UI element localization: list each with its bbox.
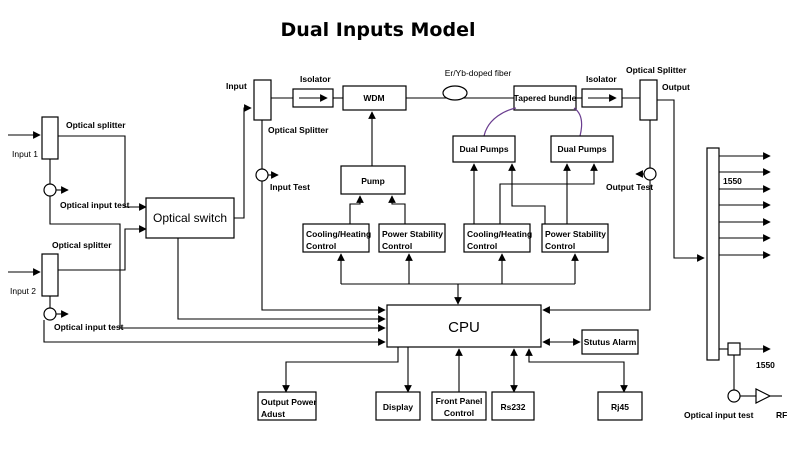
output-power-line1: Output Power — [261, 397, 317, 407]
optical-switch-label: Optical switch — [153, 211, 227, 225]
power-1-line2: Control — [382, 241, 412, 251]
cpu-box — [386, 304, 542, 348]
optical-input-test-2-label: Optical input test — [54, 322, 124, 332]
optical-splitter-mid-label: Optical Splitter — [268, 125, 329, 135]
rj45-box — [597, 391, 643, 421]
output-1550-top-label: 1550 — [723, 176, 742, 186]
fiber-label: Er/Yb-doped fiber — [445, 68, 512, 78]
output-label: Output — [662, 82, 690, 92]
fiber-coil — [442, 85, 468, 101]
output-test-port — [643, 167, 657, 181]
optical-splitter-1 — [41, 116, 59, 160]
rj45-label: Rj45 — [611, 402, 629, 412]
input-test-label: Input Test — [270, 182, 310, 192]
rs232-label: Rs232 — [500, 402, 525, 412]
optical-splitter-2-label: Optical splitter — [52, 240, 112, 250]
cooling-1-line1: Cooling/Heating — [306, 229, 371, 239]
dual-pumps-1-label: Dual Pumps — [459, 144, 508, 154]
tapered-bundle-box — [513, 85, 577, 111]
front-panel-line2: Control — [444, 408, 474, 418]
input-test-port — [255, 168, 269, 182]
front-panel-line1: Front Panel — [436, 396, 483, 406]
display-box — [375, 391, 421, 421]
isolator-2-label: Isolator — [586, 74, 617, 84]
cooling-heating-control-2-box — [463, 223, 531, 253]
cpu-label: CPU — [448, 319, 480, 336]
cooling-2-line2: Control — [467, 241, 497, 251]
optical-splitter-out-label: Optical Splitter — [626, 65, 687, 75]
cooling-2-line1: Cooling/Heating — [467, 229, 532, 239]
display-label: Display — [383, 402, 414, 412]
optical-splitter-2 — [41, 253, 59, 297]
output-splitter-bar — [706, 147, 720, 361]
optical-splitter-out — [639, 79, 658, 121]
tapered-bundle-label: Tapered bundle — [514, 93, 577, 103]
power-stability-control-1-box — [378, 223, 446, 253]
rf-amplifier — [755, 388, 772, 404]
output-power-adjust-box — [257, 391, 317, 421]
input-test-port-1 — [43, 183, 57, 197]
rs232-box — [491, 391, 535, 421]
cooling-heating-control-1-box — [302, 223, 370, 253]
input-test-port-2 — [43, 307, 57, 321]
output-1550-bottom-label: 1550 — [756, 360, 775, 370]
pump-box — [340, 165, 406, 195]
optical-splitter-mid — [253, 79, 272, 121]
pump-label: Pump — [361, 176, 385, 186]
output-power-line2: Adust — [261, 409, 285, 419]
input-label: Input — [226, 81, 247, 91]
output-test-port-right — [727, 389, 741, 403]
input1-label: Input 1 — [12, 149, 38, 159]
power-2-line1: Power Stability — [545, 229, 606, 239]
power-stability-control-2-box — [541, 223, 609, 253]
isolator-1-label: Isolator — [300, 74, 331, 84]
optical-input-test-right-label: Optical input test — [684, 410, 754, 420]
rf-label: RF — [776, 410, 787, 420]
diagram-title: Dual Inputs Model — [281, 19, 476, 41]
output-test-label: Output Test — [606, 182, 653, 192]
optical-input-test-1-label: Optical input test — [60, 200, 130, 210]
dual-pumps-2-label: Dual Pumps — [557, 144, 606, 154]
cooling-1-line2: Control — [306, 241, 336, 251]
optical-splitter-1-label: Optical splitter — [66, 120, 126, 130]
dual-pumps-1-box — [452, 135, 516, 163]
power-2-line2: Control — [545, 241, 575, 251]
dual-pumps-2-box — [550, 135, 614, 163]
optical-switch-box — [145, 197, 235, 239]
wdm-label: WDM — [363, 93, 384, 103]
status-alarm-label: Stutus Alarm — [584, 337, 637, 347]
output-tap — [727, 342, 741, 356]
power-1-line1: Power Stability — [382, 229, 443, 239]
front-panel-control-box — [431, 391, 487, 421]
input2-label: Input 2 — [10, 286, 36, 296]
